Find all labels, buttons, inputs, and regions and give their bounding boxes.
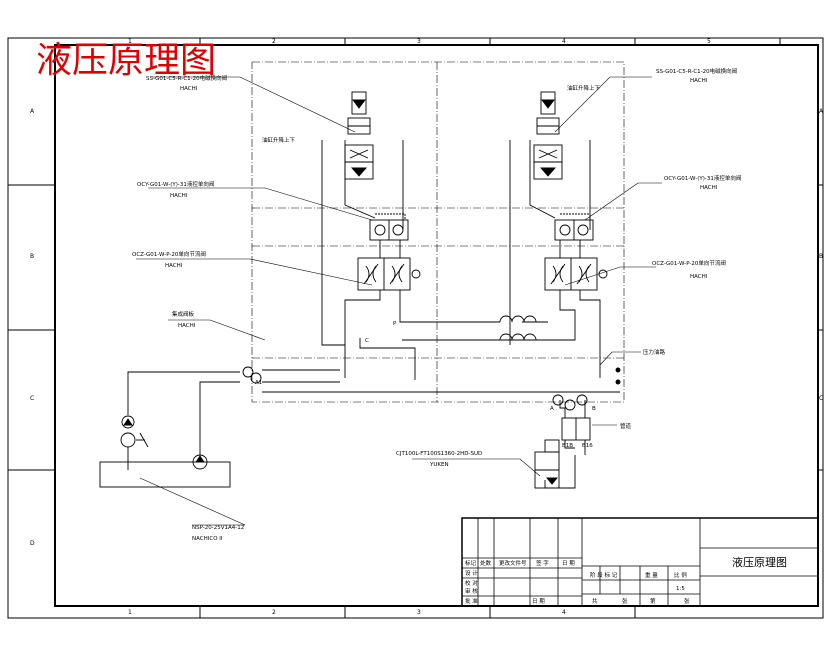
row-label-c: C: [30, 395, 34, 402]
port-a-label: A: [550, 406, 554, 412]
servo-valve: [534, 417, 591, 489]
port-a1-label: A1: [255, 380, 262, 386]
tb-design-4: 日 期: [562, 560, 575, 567]
servo-model: CJT100L-FT100S1360-2HD-SUD: [396, 451, 482, 457]
pilot-check-valve-right: [554, 213, 594, 241]
flow-a-label: B1B: [562, 443, 573, 449]
tb-sign-0: 设 计: [465, 569, 478, 577]
tb-info-2: 比 例: [674, 571, 687, 579]
tb-sign-4: 日 期: [532, 598, 545, 605]
cylinder-right-label: 油缸升降上下: [567, 84, 601, 92]
port-c-label: C: [365, 338, 369, 344]
cylinder-left-label: 油缸升降上下: [262, 136, 296, 144]
throttle-left-maker: HACHI: [165, 263, 183, 269]
row-label-a-right: A: [819, 108, 824, 115]
throttle-valve-left: [357, 257, 421, 291]
row-label-b: B: [30, 253, 34, 260]
throttle-right-model: OCZ-G01-W-P-20单向节流阀: [652, 259, 726, 267]
leader-lines: [136, 76, 662, 526]
port-b-label: B: [592, 406, 596, 412]
tb-bottom-3: 张: [684, 597, 690, 605]
row-label-b-right: B: [819, 253, 823, 260]
zone-ticks: [8, 38, 823, 618]
tb-design-0: 标记: [465, 559, 477, 567]
throttle-left-model: OCZ-G01-W-P-20单向节流阀: [132, 250, 206, 258]
col-label-5: 5: [707, 38, 711, 45]
check-right-maker: HACHI: [700, 185, 718, 191]
check-left-model: OCY-G01-W-(Y)-31液控单向阀: [137, 180, 214, 188]
solenoid-valve-right: [533, 91, 563, 180]
pump-assembly: [99, 415, 231, 488]
port-p-label: P: [393, 321, 397, 327]
tb-sign-2: 审 核: [465, 587, 478, 595]
pilot-check-valve-left: [369, 213, 409, 241]
pump-model: NSP-20-25V1A4-12: [192, 525, 244, 531]
tb-sign-1: 校 对: [465, 579, 478, 587]
tb-scale-value: 1:5: [676, 586, 685, 592]
check-right-model: OCY-G01-W-(Y)-31液控单向阀: [664, 174, 741, 182]
tb-sign-3: 批 准: [465, 597, 478, 605]
col-label-3b: 3: [417, 609, 421, 616]
tb-design-2: 更改文件号: [499, 559, 527, 567]
solenoid-left-model: SS-G01-C5-R-C1-20电磁换向阀: [146, 74, 227, 82]
tb-bottom-0: 共: [592, 597, 598, 605]
col-label-1: 1: [128, 38, 132, 45]
tb-info-0: 阶 段 标 记: [590, 571, 618, 579]
tb-design-3: 签 字: [536, 559, 549, 567]
pipe-label: 管道: [620, 422, 632, 430]
inner-frame: [54, 44, 819, 607]
col-label-4: 4: [562, 38, 566, 45]
solenoid-valve-left: [344, 91, 374, 180]
throttle-valve-right: [544, 257, 608, 291]
tb-bottom-2: 第: [650, 597, 656, 605]
title-block-drawing-name: 液压原理图: [732, 555, 787, 569]
tb-bottom-1: 张: [622, 597, 628, 605]
check-left-maker: HACHI: [170, 193, 188, 199]
throttle-right-maker: HACHI: [690, 274, 708, 280]
row-label-c-right: C: [819, 395, 823, 402]
col-label-1b: 1: [128, 609, 132, 616]
manifold-boundaries: [251, 61, 625, 403]
flow-b-label: B16: [582, 443, 593, 449]
solenoid-right-model: SS-G01-C5-R-C1-20电磁换向阀: [656, 67, 737, 75]
col-label-3: 3: [417, 38, 421, 45]
manifold-maker: HACHI: [178, 323, 196, 329]
servo-maker: YUKEN: [429, 462, 449, 468]
col-label-2b: 2: [272, 609, 276, 616]
pump-maker: NACHICO II: [192, 536, 223, 542]
col-label-4b: 4: [562, 609, 566, 616]
hydraulic-lines: [127, 140, 620, 489]
row-label-d: D: [30, 540, 35, 547]
tb-info-1: 重 量: [645, 571, 658, 579]
drawing-title-stamp: 液压原理图: [36, 40, 216, 81]
solenoid-left-maker: HACHI: [180, 86, 198, 92]
tb-design-1: 处数: [480, 559, 492, 567]
manifold-ports: [242, 366, 621, 411]
pressure-block-label: 压力油路: [643, 348, 666, 356]
row-label-a: A: [30, 108, 35, 115]
solenoid-right-maker: HACHI: [690, 78, 708, 84]
outer-frame: [7, 37, 824, 619]
manifold-model: 集成阀板: [172, 310, 195, 318]
title-block-grid: [461, 517, 819, 607]
col-label-2: 2: [272, 38, 276, 45]
